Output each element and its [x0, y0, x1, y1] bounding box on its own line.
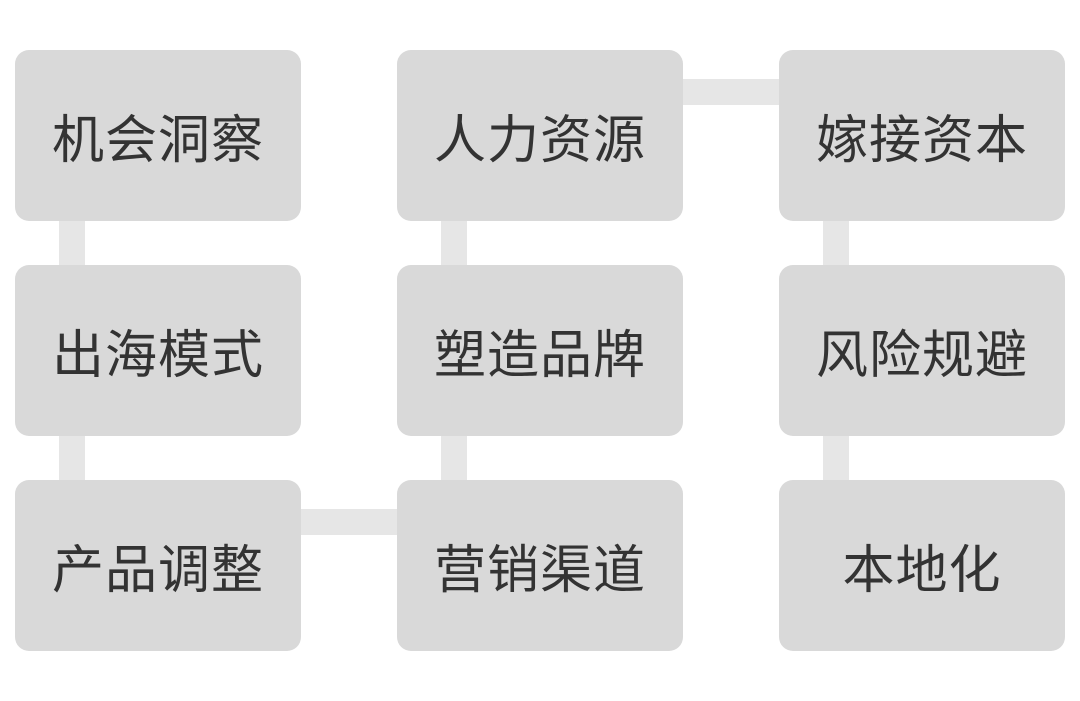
node-risk-avoidance: 风险规避 [779, 265, 1065, 436]
node-brand-building: 塑造品牌 [397, 265, 683, 436]
node-label: 人力资源 [433, 111, 646, 171]
node-label: 产品调整 [51, 541, 264, 601]
node-human-resources: 人力资源 [397, 50, 683, 221]
connector-n5-n6 [441, 221, 467, 265]
connector-n8-n9 [823, 436, 849, 480]
node-opportunity-insight: 机会洞察 [15, 50, 301, 221]
node-product-adjustment: 产品调整 [15, 480, 301, 651]
node-label: 出海模式 [51, 326, 264, 386]
node-label: 风险规避 [815, 326, 1028, 386]
node-going-global-model: 出海模式 [15, 265, 301, 436]
node-label: 本地化 [842, 541, 1002, 601]
connector-n7-n8 [823, 221, 849, 265]
node-capital-grafting: 嫁接资本 [779, 50, 1065, 221]
connector-n4-n5 [441, 436, 467, 480]
node-localization: 本地化 [779, 480, 1065, 651]
node-marketing-channels: 营销渠道 [397, 480, 683, 651]
node-label: 嫁接资本 [815, 111, 1028, 171]
node-label: 机会洞察 [51, 111, 264, 171]
connector-n1-n2 [59, 221, 85, 265]
node-label: 塑造品牌 [433, 326, 646, 386]
node-label: 营销渠道 [433, 541, 646, 601]
connector-n3-n4 [301, 509, 397, 535]
connector-n6-n7 [683, 79, 779, 105]
connector-n2-n3 [59, 436, 85, 480]
